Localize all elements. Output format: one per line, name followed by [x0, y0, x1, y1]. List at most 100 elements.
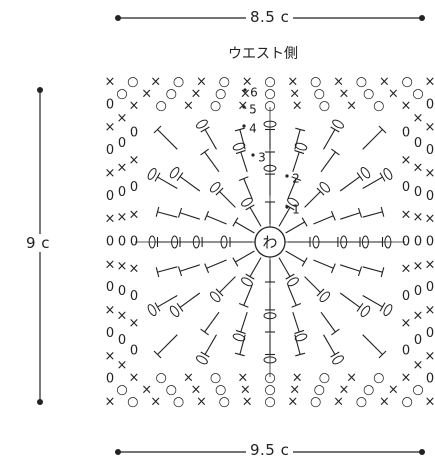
chain-stitch-symbol	[383, 168, 393, 180]
double-crochet-symbol	[278, 207, 291, 227]
double-crochet-symbol	[179, 264, 200, 272]
double-crochet-symbol	[339, 292, 361, 308]
chain-stitch-symbol	[360, 305, 371, 317]
double-crochet-symbol-top	[316, 187, 325, 196]
border-stitch: ○	[401, 395, 412, 410]
double-crochet-symbol-top	[234, 352, 245, 357]
border-stitch: ○	[264, 395, 275, 410]
border-stitch: ○	[314, 383, 325, 398]
bottom-width-label: 9.5 c	[246, 441, 294, 459]
chain-stitch-symbol	[383, 304, 393, 316]
double-crochet-symbol-top	[379, 172, 386, 182]
border-stitch: ×	[289, 383, 300, 398]
double-crochet-symbol	[278, 257, 291, 277]
border-stitch: ○	[319, 371, 330, 386]
double-crochet-symbol	[304, 276, 321, 293]
double-crochet-symbol-top	[285, 273, 295, 280]
double-crochet-symbol-top	[215, 187, 224, 196]
border-stitch: ×	[346, 371, 357, 386]
border-stitch: ×	[401, 99, 412, 114]
border-stitch: ○	[215, 383, 226, 398]
double-crochet-symbol	[287, 285, 297, 306]
border-stitch: ○	[373, 371, 384, 386]
border-stitch: ×	[242, 75, 253, 90]
double-crochet-symbol	[204, 311, 220, 333]
double-crochet-symbol-top	[380, 267, 385, 278]
double-crochet-symbol	[285, 250, 305, 263]
border-stitch: ×	[129, 262, 140, 277]
border-stitch: ×	[401, 262, 412, 277]
double-crochet-symbol	[179, 212, 200, 220]
border-stitch: ×	[413, 309, 424, 324]
double-crochet-symbol	[206, 259, 227, 269]
double-crochet-symbol-top	[330, 263, 336, 274]
border-stitch: ○	[116, 383, 127, 398]
double-crochet-symbol	[249, 207, 262, 227]
border-stitch: ○	[310, 75, 321, 90]
round-start-dot	[243, 88, 247, 92]
double-crochet-symbol-top	[177, 207, 183, 218]
border-stitch: 0	[118, 235, 126, 250]
double-crochet-symbol-top	[200, 148, 209, 156]
double-crochet-symbol	[313, 259, 334, 269]
border-stitch: ○	[356, 395, 367, 410]
double-crochet-symbol-top	[301, 257, 308, 267]
border-stitch: ○	[116, 87, 127, 102]
border-stitch: 0	[130, 343, 138, 358]
round-start-dot	[251, 153, 255, 157]
round-number-label: 5	[249, 103, 257, 117]
border-stitch: ○	[219, 395, 230, 410]
border-stitch: ×	[191, 87, 202, 102]
border-stitch: ×	[237, 371, 248, 386]
border-stitch: ×	[183, 371, 194, 386]
double-crochet-symbol-top	[316, 288, 325, 297]
border-stitch: 0	[106, 280, 114, 295]
border-stitch: ×	[388, 383, 399, 398]
double-crochet-symbol	[204, 334, 217, 355]
chain-stitch-symbol	[332, 355, 344, 365]
border-stitch: ○	[314, 87, 325, 102]
double-crochet-symbol	[157, 334, 178, 355]
double-crochet-symbol	[240, 312, 248, 333]
double-crochet-symbol-top	[235, 149, 246, 155]
border-stitch: ×	[105, 166, 116, 181]
double-crochet-symbol-top	[245, 204, 255, 211]
border-stitch: 0	[414, 284, 422, 299]
border-stitch: ×	[183, 99, 194, 114]
double-crochet-symbol-top	[176, 303, 184, 312]
border-stitch: ×	[129, 99, 140, 114]
border-stitch: ×	[117, 309, 128, 324]
chain-stitch-symbol	[287, 197, 299, 207]
border-stitch: ×	[425, 75, 435, 90]
border-stitch: ×	[413, 161, 424, 176]
border-stitch: ×	[379, 75, 390, 90]
border-stitch: 0	[414, 185, 422, 200]
double-crochet-symbol-top	[204, 263, 210, 274]
double-crochet-symbol-top	[238, 176, 249, 182]
border-stitch: ×	[425, 395, 435, 410]
double-crochet-symbol-top	[153, 350, 162, 359]
double-crochet-symbol-top	[232, 257, 239, 267]
double-crochet-symbol	[294, 334, 301, 355]
border-stitch: ×	[287, 395, 298, 410]
border-stitch: 0	[106, 189, 114, 204]
border-stitch: ×	[129, 371, 140, 386]
border-stitch: ○	[127, 75, 138, 90]
border-stitch: ×	[413, 210, 424, 225]
chain-stitch-symbol	[209, 181, 221, 193]
border-stitch: ○	[264, 87, 275, 102]
round-number-label: 4	[249, 122, 257, 136]
double-crochet-symbol	[304, 191, 321, 208]
double-crochet-symbol-top	[330, 210, 336, 221]
double-crochet-symbol	[206, 215, 227, 225]
double-crochet-symbol-top	[154, 302, 161, 312]
double-crochet-symbol-top	[155, 267, 160, 278]
chain-stitch-symbol	[241, 277, 253, 287]
border-stitch: ×	[339, 87, 350, 102]
double-crochet-symbol	[157, 211, 178, 218]
double-crochet-symbol-top	[200, 351, 210, 358]
border-stitch: 0	[414, 136, 422, 151]
border-stitch: ○	[219, 75, 230, 90]
border-stitch: 0	[130, 126, 138, 141]
